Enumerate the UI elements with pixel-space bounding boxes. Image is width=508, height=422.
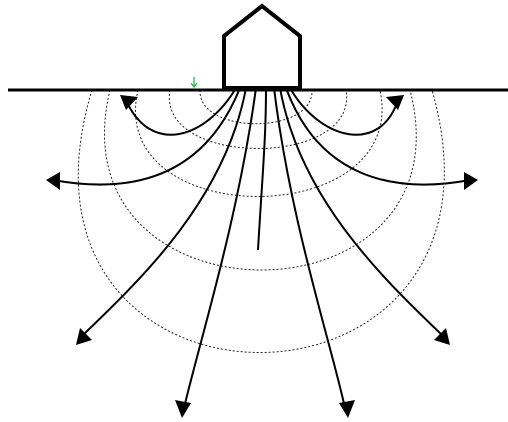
arrowhead-group <box>46 95 478 418</box>
contour-group <box>77 89 445 353</box>
flow-line-6 <box>273 87 346 409</box>
arrowhead-8 <box>386 95 404 110</box>
contour-ring-2 <box>168 89 348 149</box>
contour-ring-5 <box>77 89 445 353</box>
contour-ring-1 <box>199 89 313 125</box>
green-down-arrow-icon <box>190 77 198 89</box>
flow-line-group <box>52 87 471 409</box>
flow-line-2 <box>52 87 241 186</box>
arrowhead-2 <box>46 172 60 190</box>
arrowhead-7 <box>464 172 478 190</box>
arrowhead-4 <box>175 400 191 418</box>
arrowhead-1 <box>120 95 138 110</box>
flow-line-5 <box>257 87 267 251</box>
arrowhead-3 <box>76 328 92 345</box>
flow-line-4 <box>183 87 257 409</box>
house-outline <box>222 3 302 90</box>
flow-line-9 <box>289 87 399 136</box>
flow-line-7 <box>279 87 443 336</box>
contour-ring-3 <box>135 89 383 197</box>
flow-line-8 <box>285 87 471 186</box>
flow-line-1 <box>125 87 237 136</box>
arrowhead-5 <box>339 400 355 418</box>
flow-line-3 <box>82 87 247 336</box>
contour-ring-4 <box>103 89 417 271</box>
arrowhead-6 <box>434 328 450 345</box>
